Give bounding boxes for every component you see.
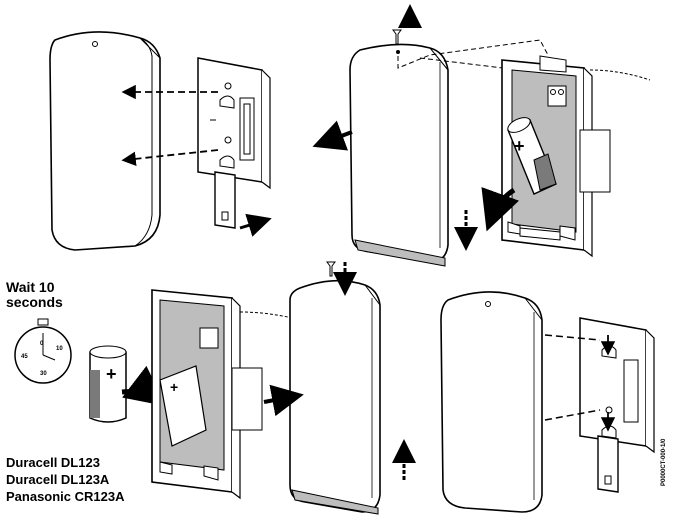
- step3-detector-base: +: [151, 289, 301, 500]
- step1-mounting-bracket: [197, 57, 271, 229]
- battery-type-1: Duracell DL123: [6, 455, 100, 470]
- battery-type-2: Duracell DL123A: [6, 472, 110, 487]
- step2-detector-cover: [349, 43, 449, 267]
- step1-detector-cover: [49, 31, 161, 251]
- svg-text:+: +: [514, 136, 525, 156]
- wait-instruction: Wait 10 seconds: [6, 279, 86, 311]
- step2-battery: +: [481, 117, 557, 232]
- step5-mounting-bracket: [544, 317, 655, 493]
- step4-detector-cover: [263, 261, 416, 515]
- step2-open-arrow: [312, 120, 478, 251]
- battery-type-list: Duracell DL123 Duracell DL123A Panasonic…: [6, 455, 125, 507]
- svg-text:0: 0: [40, 341, 44, 347]
- step1-hook-arrows: [121, 84, 272, 237]
- step3-stopwatch: 0 10 45 30: [14, 318, 72, 384]
- svg-text:30: 30: [40, 371, 47, 377]
- svg-text:45: 45: [21, 354, 28, 360]
- svg-text:+: +: [106, 364, 117, 384]
- wait-line-2: seconds: [6, 294, 63, 311]
- svg-text:+: +: [170, 379, 178, 395]
- step3-new-battery: +: [89, 345, 166, 423]
- svg-text:10: 10: [56, 346, 63, 352]
- document-code: P0000CT-000-1/0: [661, 438, 667, 486]
- step5-detector-cover: [440, 291, 543, 513]
- wait-line-1: Wait 10: [6, 279, 55, 295]
- battery-type-3: Panasonic CR123A: [6, 489, 125, 504]
